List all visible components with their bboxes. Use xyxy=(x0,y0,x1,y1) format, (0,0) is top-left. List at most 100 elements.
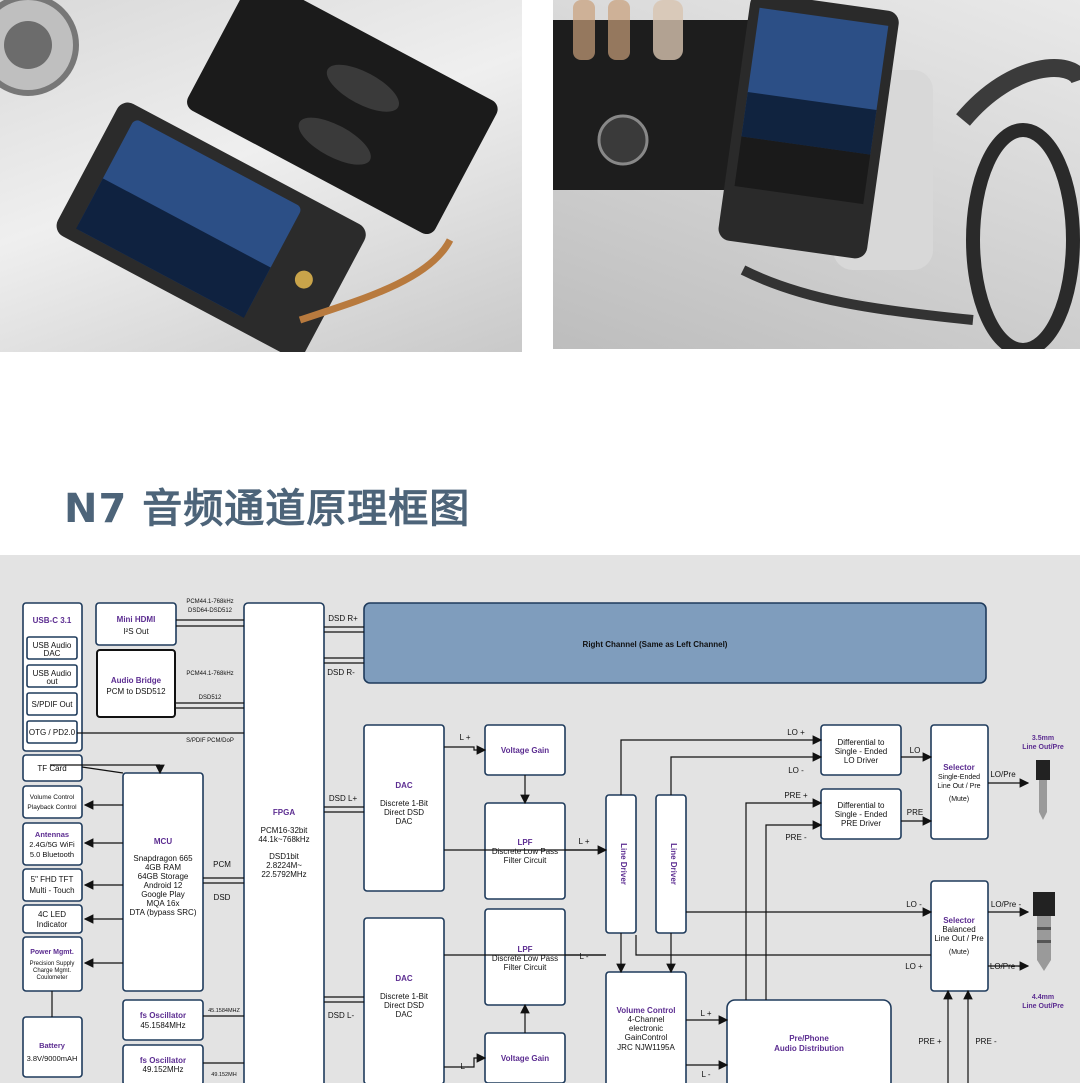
diagram-label: DSD R- xyxy=(327,668,355,677)
diagram-label: Line Driver xyxy=(619,843,628,885)
diagram-label: Discrete Low Pass xyxy=(492,954,558,963)
diagram-label: MCU xyxy=(154,837,172,846)
diagram-label: L + xyxy=(700,1009,711,1018)
diagram-label: Differential to xyxy=(838,801,886,810)
diagram-label: PRE - xyxy=(975,1037,997,1046)
diagram-label: 44.1k~768kHz xyxy=(258,835,309,844)
diagram-label: TF Card xyxy=(37,764,66,773)
product-photo-left xyxy=(0,0,522,352)
diagram-label: Discrete 1-Bit xyxy=(380,799,429,808)
diagram-label: DSD512 xyxy=(199,695,222,701)
diagram-label: Battery xyxy=(39,1041,66,1050)
diagram-label: LO + xyxy=(787,728,805,737)
diagram-label: S/PDIF PCM/DoP xyxy=(186,738,234,744)
product-photo-right-illustration xyxy=(553,0,1080,349)
diagram-label: DSD64-DSD512 xyxy=(188,608,233,614)
diagram-label: FPGA xyxy=(273,808,295,817)
diagram-label: PCM44.1-768kHz xyxy=(186,671,233,677)
diagram-label: 2.4G/5G WiFi xyxy=(29,840,75,849)
diagram-label: fs Oscillator xyxy=(140,1011,186,1020)
diagram-label: DSD xyxy=(214,893,231,902)
diagram-label: Playback Control xyxy=(27,804,77,811)
diagram-label: Mini HDMI xyxy=(117,615,156,624)
diagram-label: 4C LED xyxy=(38,910,66,919)
diagram-label: L - xyxy=(460,1062,469,1071)
diagram-label: Line Driver xyxy=(669,843,678,885)
diagram-label: PCM16-32bit xyxy=(261,826,308,835)
diagram-label: Audio Bridge xyxy=(111,676,162,685)
diagram-label: 45.1584MHz xyxy=(140,1021,185,1030)
diagram-label: (Mute) xyxy=(949,949,969,956)
diagram-label: LO + xyxy=(905,962,923,971)
diagram-label: Line Out / Pre xyxy=(937,783,980,790)
diagram-label: Pre/Phone xyxy=(789,1034,829,1043)
diagram-label: 64GB Storage xyxy=(138,872,189,881)
usbc-label: USB-C 3.1 xyxy=(33,616,72,625)
diagram-label: Volume Control xyxy=(617,1006,676,1015)
diagram-label: L + xyxy=(578,837,589,846)
diagram-label: 45.1584MHZ xyxy=(208,1008,240,1014)
diagram-label: Power Mgmt. xyxy=(30,949,74,956)
product-photo-right xyxy=(553,0,1080,349)
diagram-label: electronic xyxy=(629,1024,663,1033)
diagram-label: Line Out / Pre xyxy=(934,934,984,943)
diagram-label: Multi - Touch xyxy=(29,886,74,895)
diagram-label: fs Oscillator xyxy=(140,1056,186,1065)
diagram-label: Direct DSD xyxy=(384,808,424,817)
diagram-label: 4GB RAM xyxy=(145,863,181,872)
right-channel-label: Right Channel (Same as Left Channel) xyxy=(583,640,728,649)
diagram-label: 4.4mm xyxy=(1032,994,1054,1001)
diagram-label: S/PDIF Out xyxy=(32,700,74,709)
diagram-label: DTA (bypass SRC) xyxy=(130,908,197,917)
diagram-label: USB Audio xyxy=(33,669,72,678)
diagram-label: Coulometer xyxy=(36,975,67,981)
diagram-label: Line Out/Pre xyxy=(1022,1003,1064,1010)
diagram-label: L - xyxy=(579,952,588,961)
diagram-label: DAC xyxy=(44,649,61,658)
diagram-label: 49.152MHz xyxy=(143,1065,184,1074)
diagram-label: Line Out/Pre xyxy=(1022,744,1064,751)
diagram-label: Voltage Gain xyxy=(501,1054,549,1063)
diagram-label: LO - xyxy=(906,900,922,909)
diagram-label: DSD L- xyxy=(328,1011,355,1020)
diagram-label: Discrete Low Pass xyxy=(492,847,558,856)
diagram-label: LO/Pre + xyxy=(990,962,1023,971)
jack-3-5mm-icon xyxy=(1036,760,1050,820)
diagram-label: LO Driver xyxy=(844,756,879,765)
diagram-label: Google Play xyxy=(141,890,185,899)
diagram-label: 4-Channel xyxy=(628,1015,665,1024)
diagram-label: L - xyxy=(701,1070,710,1079)
diagram-label: PRE + xyxy=(918,1037,942,1046)
block-diagram: USB-C 3.1 USB Audio DAC USB Audio out S/… xyxy=(0,555,1080,1088)
diagram-label: 22.5792MHz xyxy=(261,870,306,879)
page-title: N7 音频通道原理框图 xyxy=(64,486,471,532)
diagram-label: Snapdragon 665 xyxy=(133,854,193,863)
diagram-label: OTG / PD2.0 xyxy=(29,728,76,737)
diagram-label: Volume Control xyxy=(30,794,75,801)
diagram-label: LO xyxy=(910,746,921,755)
diagram-label: 2.8224M~ xyxy=(266,861,302,870)
diagram-label: Single-Ended xyxy=(938,774,980,781)
diagram-label: DAC xyxy=(396,817,413,826)
diagram-label: 5" FHD TFT xyxy=(31,875,74,884)
diagram-label: USB Audio xyxy=(33,641,72,650)
diagram-label: Filter Circuit xyxy=(504,856,547,865)
diagram-label: DSD1bit xyxy=(269,852,300,861)
diagram-label: Android 12 xyxy=(144,881,183,890)
diagram-label: L + xyxy=(459,733,470,742)
diagram-label: PRE - xyxy=(785,833,807,842)
diagram-label: Precision Supply xyxy=(30,961,75,967)
diagram-label: Discrete 1-Bit xyxy=(380,992,429,1001)
diagram-label: DAC xyxy=(396,1010,413,1019)
right-channel-block xyxy=(363,602,987,684)
diagram-label: I²S Out xyxy=(123,627,149,636)
diagram-label: LPF xyxy=(517,945,532,954)
diagram-label: DAC xyxy=(395,974,413,983)
diagram-label: Direct DSD xyxy=(384,1001,424,1010)
diagram-label: LO - xyxy=(788,766,804,775)
product-photo-left-illustration xyxy=(0,0,498,352)
diagram-label: Filter Circuit xyxy=(504,963,547,972)
diagram-label: Selector xyxy=(943,763,975,772)
diagram-label: LO/Pre - xyxy=(991,900,1022,909)
diagram-label: 49.152MH xyxy=(211,1072,236,1078)
